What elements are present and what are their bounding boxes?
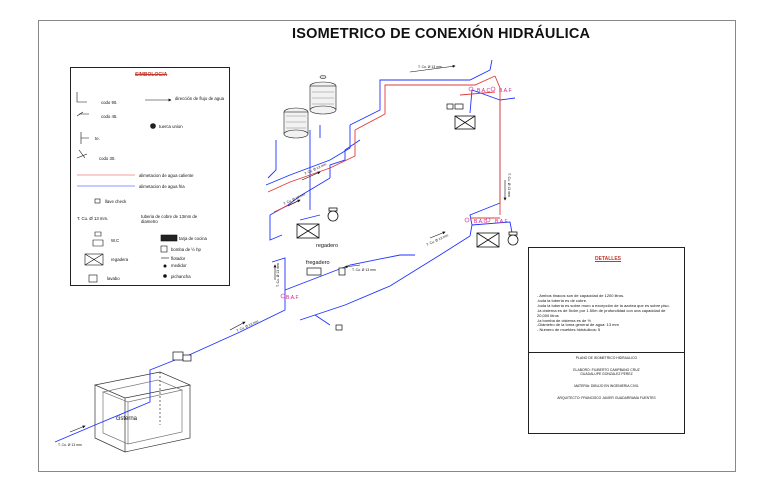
details-panel: DETALLES - Ambos tinacos son de capacida…: [528, 247, 685, 434]
cistern-label: cisterna: [116, 416, 138, 422]
pipe-tag: T. Cu. Ø 13 mm: [276, 263, 280, 287]
check-valve-icon: [94, 198, 101, 204]
details-heading: DETALLES: [595, 256, 622, 262]
symbology-label: codo 30.: [99, 156, 116, 161]
details-line: -la cisterna es de 5x4m por 1.50m de pro…: [537, 307, 666, 318]
symbology-label: lavabo: [107, 276, 120, 281]
cold-water-lines: [54, 59, 516, 443]
pipe-tag: T. Cu. Ø 13 mm: [507, 173, 511, 197]
baf-label: B.A.C: [474, 219, 487, 225]
flow-arrows: [69, 64, 507, 433]
pipe-tag: T. Cu. Ø 13 mm: [352, 268, 376, 272]
symbology-label: pichancha: [171, 274, 191, 279]
symbology-label: tuberia de cobre de 13mm de diametro: [141, 214, 198, 224]
elbow-45-icon: [76, 111, 89, 117]
meter-icon: [163, 264, 167, 268]
fixture-washbasin-mid: [476, 231, 519, 248]
symbology-icons: [76, 92, 178, 283]
fixture-washbasin-top: [454, 115, 476, 130]
details-text: - Ambos tinacos son de capacidad de 1200…: [537, 293, 673, 333]
foot-valve-icon: [163, 274, 167, 278]
kitchen-sink-icon: [160, 234, 178, 242]
pipe-tag: T. Cu. Ø 13 mm: [58, 443, 82, 447]
details-line: - Numero de muebles hidráulicos: 5: [537, 327, 601, 333]
washbasin-icon: [88, 274, 98, 283]
credit-line: ELABORO: FILIBERTO CAMPBANO CRUZ GUADALU…: [573, 368, 640, 376]
baf-label: B.A.C: [477, 88, 490, 94]
fregadero-label: fregadero: [306, 260, 330, 266]
cistern: [93, 371, 192, 453]
symbology-label: alimetacion de agua caliente: [139, 173, 194, 178]
symbology-label: alimetacion de agua fria: [139, 184, 185, 189]
pipe-tag: T. Cu. Ø 13 mm: [283, 192, 306, 206]
symbology-label: bomba de ½ hp: [171, 247, 201, 252]
symbology-label: regadera: [111, 257, 129, 262]
baf-markers: [280, 86, 496, 299]
shower-icon: [84, 253, 104, 266]
credit-line: MATERIA: DIBUJO EN INGENIERIA CIVIL: [574, 384, 639, 388]
union-nut-icon: [150, 123, 156, 129]
symbology-label: codo 45.: [101, 114, 118, 119]
regadero-label: regadero: [316, 243, 338, 249]
symbology-label: W.C: [111, 238, 120, 243]
wc-icon: [92, 231, 104, 247]
fixture-wc-top: [446, 103, 464, 110]
fixture-sink: [172, 267, 346, 362]
details-line: -toda la tubería es de cobre.: [537, 297, 588, 303]
credit-line: PLANO DE ISOMETRICO HIDRAULICO: [575, 356, 638, 360]
details-line: - Ambos tinacos son de capacidad de 1200…: [537, 293, 625, 298]
fixture-shower-left: [296, 207, 339, 239]
title-block: PLANO DE ISOMETRICO HIDRAULICO ELABORO: …: [529, 356, 684, 408]
drawing-title: ISOMETRICO DE CONEXIÓN HIDRÁULICA: [292, 26, 591, 42]
symbology-label: codo 90.: [101, 100, 118, 105]
elbow-90-icon: [76, 92, 87, 103]
details-line: -la bomba de cisterna es de ½: [537, 317, 591, 323]
elbow-30-icon: [76, 149, 88, 159]
drawing-frame: [38, 20, 736, 472]
pipe-tag: T. Cu. Ø 13 mm: [418, 65, 442, 69]
credit-line: ARQUITECTO: FRANCISCO JAVIER GUADARRAMA …: [557, 396, 656, 400]
hot-water-lines: [267, 75, 501, 219]
pipe-tag: T. Cu. Ø 13 mm: [236, 319, 259, 333]
symbology-label: te.: [95, 136, 100, 141]
tee-icon: [80, 132, 89, 144]
baf-label: B.A.F: [286, 295, 299, 301]
pump-icon: [160, 245, 168, 253]
water-tank-left: [283, 107, 309, 139]
baf-label: B.A.F: [499, 88, 512, 94]
symbology-label: dirección de flujo de agua: [175, 96, 224, 101]
symbology-label: tuerca union: [159, 124, 183, 129]
details-divider: [529, 352, 684, 353]
symbology-label: llave check: [105, 199, 127, 204]
symbology-heading: SIMBOLOGIA: [135, 72, 168, 78]
symbology-label: medidor: [171, 263, 187, 268]
water-tank-right: [309, 75, 337, 115]
details-line: -Diámetro de la toma general de agua: 13…: [537, 322, 619, 328]
symbology-label: T. Cu. Ø 13 mm.: [77, 216, 109, 221]
symbology-panel: SIMBOLOGIA codo 90. dirección de flujo d…: [70, 67, 230, 286]
symbology-label: flotador: [171, 256, 186, 261]
symbology-label: tarja de cocina: [179, 236, 207, 241]
details-line: -toda la tubería es sobre muro a excepci…: [537, 302, 670, 308]
baf-label: B.A.F: [495, 219, 508, 225]
